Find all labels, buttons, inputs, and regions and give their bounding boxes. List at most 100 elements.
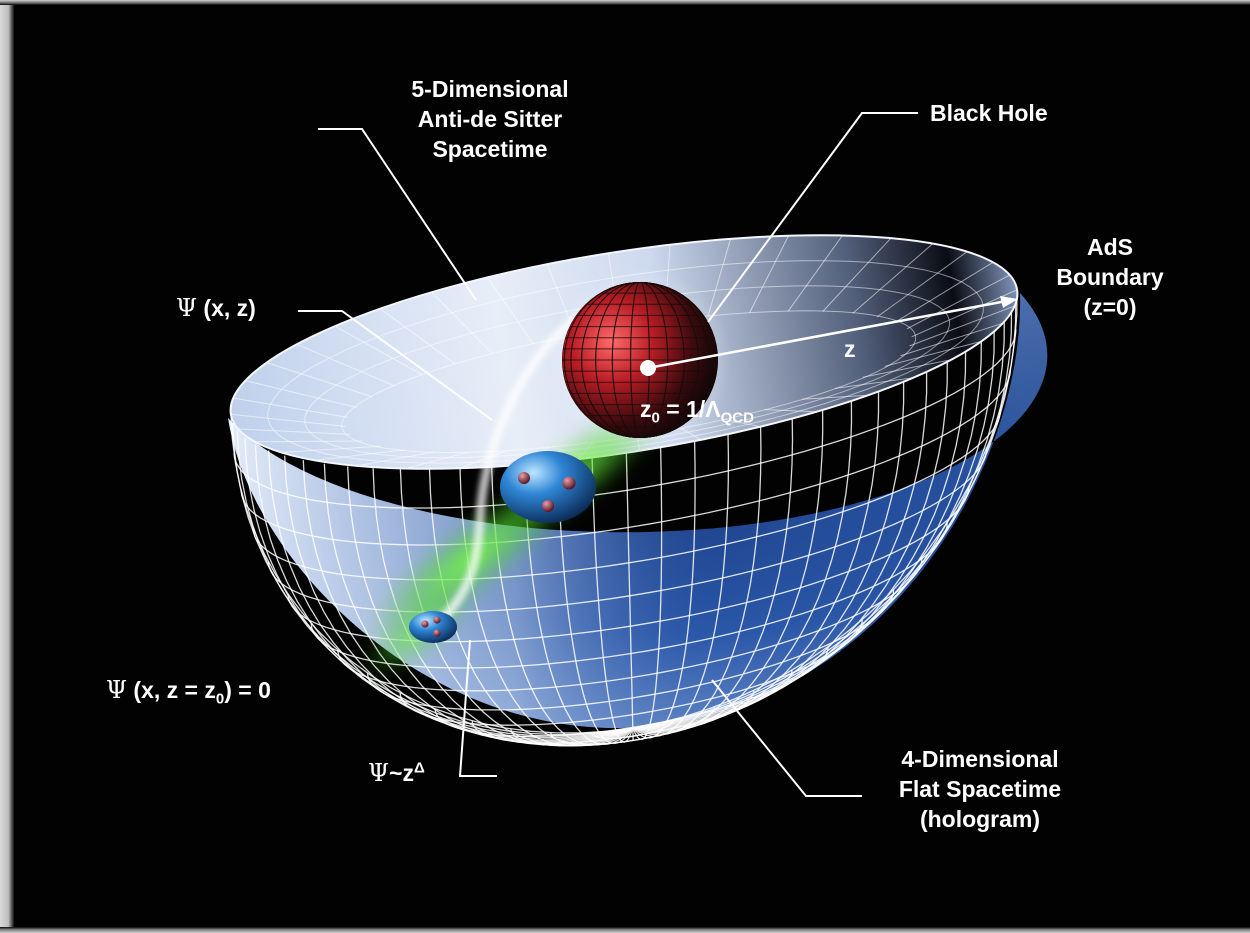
label-psi-xz: Ψ (x, z): [176, 293, 256, 323]
z0-mid: = 1/Λ: [659, 396, 721, 422]
inner-grid-ring: [304, 285, 950, 459]
frame-left-edge: [0, 0, 14, 933]
inner-grid-line: [459, 449, 509, 469]
leader-lines: [298, 112, 918, 797]
label-psi-boundary: Ψ (x, z = z0) = 0: [106, 675, 271, 708]
leader-psi-power: [458, 639, 497, 777]
outer-grid-meridian: [230, 414, 633, 734]
inner-grid-line: [862, 359, 952, 378]
inner-grid-line: [764, 409, 817, 413]
inner-grid-line: [487, 277, 534, 345]
leader-psi-xz: [298, 310, 493, 421]
outer-grid-meridian: [231, 422, 633, 736]
z0-qcd-subscript: QCD: [720, 409, 754, 427]
inner-grid-line: [884, 340, 982, 367]
inner-grid-line: [334, 325, 423, 376]
inner-grid-ring: [267, 260, 984, 464]
label-flat-4d: 4-Dimensional Flat Spacetime (hologram): [855, 744, 1105, 834]
label-ads-boundary-line1: AdS: [1087, 234, 1133, 260]
outer-grid-parallel: [337, 557, 923, 692]
label-psi-power-sup: Δ: [413, 759, 425, 777]
outer-grid-parallel: [240, 369, 1011, 546]
z0-base: z: [640, 396, 652, 422]
label-psi-boundary-tail: ) = 0: [224, 677, 271, 703]
outer-grid-parallel: [252, 408, 1002, 581]
label-ads-5d: 5-Dimensional Anti-de Sitter Spacetime: [370, 74, 610, 164]
label-flat-4d-line3: (hologram): [919, 806, 1041, 832]
inner-grid-line: [266, 362, 373, 398]
label-z0-formula: z0 = 1/ΛQCD: [640, 396, 754, 426]
hadron-small: [409, 611, 457, 643]
label-ads-boundary-line3: (z=0): [1083, 294, 1137, 320]
inner-grid-line: [852, 243, 934, 314]
z-axis-arrowhead: [1000, 296, 1018, 308]
label-ads-5d-line1: 5-Dimensional: [411, 76, 569, 102]
outer-grid-meridian: [632, 347, 967, 729]
black-hole-center-dot: [640, 360, 656, 376]
inner-grid-line: [357, 451, 435, 467]
inner-grid-line: [894, 261, 994, 323]
inner-grid-line: [822, 237, 892, 312]
inner-grid-line: [801, 394, 868, 400]
psi-symbol: Ψ: [368, 759, 390, 787]
outer-grid-parallel: [233, 329, 1017, 509]
leader-ads-5d: [318, 128, 477, 301]
outer-grid-meridian: [625, 451, 634, 741]
label-psi-boundary-sub: 0: [215, 690, 225, 708]
wavefunction-curve: [427, 311, 585, 632]
inner-grid-line: [431, 291, 493, 354]
outer-grid-parallel: [550, 706, 716, 745]
outer-grid-meridian: [632, 298, 1017, 729]
hadron-large: [500, 451, 596, 523]
inner-grid-line: [280, 445, 381, 453]
inner-grid-line: [315, 449, 405, 461]
label-flat-4d-line2: Flat Spacetime: [898, 776, 1062, 802]
leader-flat-4d: [711, 679, 862, 797]
label-z-axis: z: [844, 336, 856, 362]
label-ads-5d-line2: Anti-de Sitter: [417, 106, 563, 132]
frame-top-edge: [0, 0, 1250, 5]
inner-grid-line: [749, 235, 789, 314]
outer-grid-meridian: [268, 450, 633, 742]
inner-grid-line: [911, 289, 1018, 338]
inner-grid-line: [724, 418, 761, 428]
outer-grid-meridian: [632, 327, 995, 729]
label-black-hole: Black Hole: [930, 100, 1048, 126]
inner-grid-line: [876, 251, 968, 318]
inner-grid-line: [245, 380, 357, 408]
label-psi-boundary-text: (x, z = z: [127, 677, 216, 703]
inner-grid-line: [230, 413, 346, 427]
inner-grid-line: [834, 377, 914, 389]
label-psi-power: Ψ~zΔ: [368, 758, 425, 788]
outer-grid-parallel: [399, 619, 863, 726]
outer-grid-meridian: [244, 437, 633, 739]
inner-grid-line: [254, 440, 363, 443]
psi-symbol: Ψ: [106, 676, 128, 704]
outer-grid-parallel: [287, 486, 970, 643]
inner-grid-line: [909, 305, 1015, 347]
outer-grid-meridian: [632, 317, 1005, 729]
label-psi-power-text: ~z: [389, 760, 414, 786]
label-ads-boundary: AdS Boundary (z=0): [1030, 232, 1190, 322]
outer-grid-meridian: [323, 463, 634, 745]
inner-grid-line: [296, 343, 395, 387]
outer-grid-parallel: [591, 719, 675, 739]
inner-grid-line: [238, 428, 351, 435]
bowl-outer-grid: [230, 289, 1018, 747]
outer-grid-parallel: [310, 522, 948, 669]
outer-grid-meridian: [632, 337, 982, 729]
outer-grid-meridian: [347, 466, 634, 746]
inner-grid-line: [405, 451, 470, 469]
psi-symbol: Ψ: [176, 294, 198, 322]
label-ads-5d-line3: Spacetime: [432, 136, 548, 162]
label-flat-4d-line1: 4-Dimensional: [901, 746, 1059, 772]
inner-grid-line: [906, 274, 1011, 330]
frame-bottom-edge: [0, 927, 1250, 933]
leader-black-hole: [707, 112, 918, 323]
z-axis-line: [647, 298, 1013, 370]
inner-grid-line: [379, 308, 456, 365]
inner-grid-line: [233, 397, 348, 418]
outer-grid-parallel: [434, 646, 829, 737]
